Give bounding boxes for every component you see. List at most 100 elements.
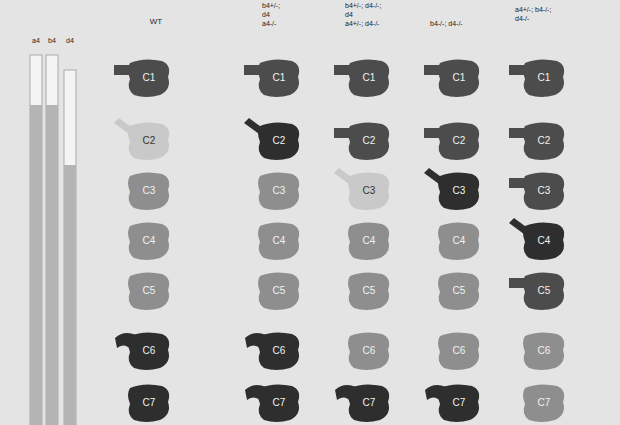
- vertebra-label: C1: [143, 73, 156, 83]
- vertebra-label: C1: [453, 73, 466, 83]
- vertebra-label: C7: [453, 398, 466, 408]
- vertebra: C6: [114, 328, 176, 372]
- vertebra-body: [523, 59, 564, 97]
- vertebra: C7: [114, 380, 176, 424]
- vertebra: C5: [509, 268, 571, 312]
- vertebra-label: C5: [143, 286, 156, 296]
- vertebra-body: [523, 222, 564, 260]
- vertebra-body: [128, 59, 169, 97]
- vertebra-body: [258, 332, 299, 370]
- bar-outline: [30, 55, 42, 425]
- vertebra-body: [128, 122, 169, 160]
- vertebra-body: [348, 332, 389, 370]
- vertebra-body: [438, 59, 479, 97]
- vertebra-body: [438, 332, 479, 370]
- genotype-label: a4+/-; d4-/-: [345, 20, 379, 28]
- vertebra: C1: [509, 55, 571, 99]
- vertebra: C6: [334, 328, 396, 372]
- vertebra-label: C6: [363, 346, 376, 356]
- vertebra: C6: [509, 328, 571, 372]
- vertebra-label: C3: [143, 186, 156, 196]
- vertebra-label: C3: [363, 186, 376, 196]
- vertebra-body: [348, 59, 389, 97]
- vertebra-body: [128, 332, 169, 370]
- vertebra: C6: [424, 328, 486, 372]
- vertebra-label: C5: [538, 286, 551, 296]
- vertebra: C4: [424, 218, 486, 262]
- genotype-label: b4+/-;: [262, 2, 280, 10]
- gene-label: b4: [48, 37, 56, 45]
- vertebra-body: [438, 122, 479, 160]
- vertebra-label: C7: [273, 398, 286, 408]
- genotype-label: a4-/-: [262, 20, 276, 28]
- vertebra-body: [523, 332, 564, 370]
- vertebra-body: [438, 172, 479, 210]
- vertebra: C5: [424, 268, 486, 312]
- column-heading: WT: [150, 18, 162, 27]
- vertebra-label: C2: [453, 136, 466, 146]
- vertebra-label: C7: [538, 398, 551, 408]
- vertebra-body: [348, 222, 389, 260]
- genotype-label: d4: [345, 11, 353, 19]
- vertebra: C1: [244, 55, 306, 99]
- expression-bar: [30, 105, 42, 425]
- vertebra-body: [128, 384, 169, 422]
- vertebra: C1: [424, 55, 486, 99]
- vertebra-label: C1: [363, 73, 376, 83]
- vertebra: C3: [114, 168, 176, 212]
- vertebra: C5: [114, 268, 176, 312]
- vertebra-label: C4: [363, 236, 376, 246]
- genotype-label: b4+/-; d4-/-;: [345, 2, 381, 10]
- expression-bar: [46, 105, 58, 425]
- vertebra: C3: [244, 168, 306, 212]
- vertebra: C2: [114, 118, 176, 162]
- vertebra-body: [438, 384, 479, 422]
- bar-outline: [46, 55, 58, 425]
- vertebra-body: [523, 384, 564, 422]
- vertebra-body: [128, 222, 169, 260]
- vertebra-label: C6: [538, 346, 551, 356]
- vertebra: C2: [244, 118, 306, 162]
- vertebra-label: C5: [273, 286, 286, 296]
- vertebra: C3: [509, 168, 571, 212]
- vertebra: C7: [244, 380, 306, 424]
- vertebra: C4: [334, 218, 396, 262]
- vertebra: C6: [244, 328, 306, 372]
- vertebra-body: [348, 172, 389, 210]
- vertebra-body: [348, 384, 389, 422]
- vertebra-label: C2: [363, 136, 376, 146]
- vertebra: C4: [244, 218, 306, 262]
- vertebra-label: C6: [143, 346, 156, 356]
- vertebra-body: [523, 172, 564, 210]
- vertebra-body: [128, 272, 169, 310]
- vertebra-label: C1: [273, 73, 286, 83]
- genotype-label: d4-/-: [515, 15, 529, 23]
- vertebra-label: C7: [363, 398, 376, 408]
- vertebra: C5: [334, 268, 396, 312]
- vertebra-label: C3: [273, 186, 286, 196]
- genotype-label: b4-/-; d4-/-: [430, 20, 463, 28]
- gene-label: a4: [32, 37, 40, 45]
- vertebra-label: C5: [453, 286, 466, 296]
- vertebra-body: [438, 272, 479, 310]
- vertebra-label: C4: [538, 236, 551, 246]
- expression-bar: [64, 165, 76, 425]
- vertebra-label: C7: [143, 398, 156, 408]
- vertebra-label: C4: [273, 236, 286, 246]
- vertebra-label: C5: [363, 286, 376, 296]
- vertebra: C5: [244, 268, 306, 312]
- vertebra: C7: [424, 380, 486, 424]
- vertebra-label: C4: [453, 236, 466, 246]
- vertebra: C1: [334, 55, 396, 99]
- vertebra-body: [258, 172, 299, 210]
- vertebra-body: [258, 222, 299, 260]
- vertebra: C3: [424, 168, 486, 212]
- gene-label: d4: [66, 37, 74, 45]
- vertebra-label: C4: [143, 236, 156, 246]
- vertebra-label: C2: [273, 136, 286, 146]
- vertebra: C4: [509, 218, 571, 262]
- vertebra: C2: [509, 118, 571, 162]
- vertebra-body: [258, 272, 299, 310]
- vertebra: C7: [509, 380, 571, 424]
